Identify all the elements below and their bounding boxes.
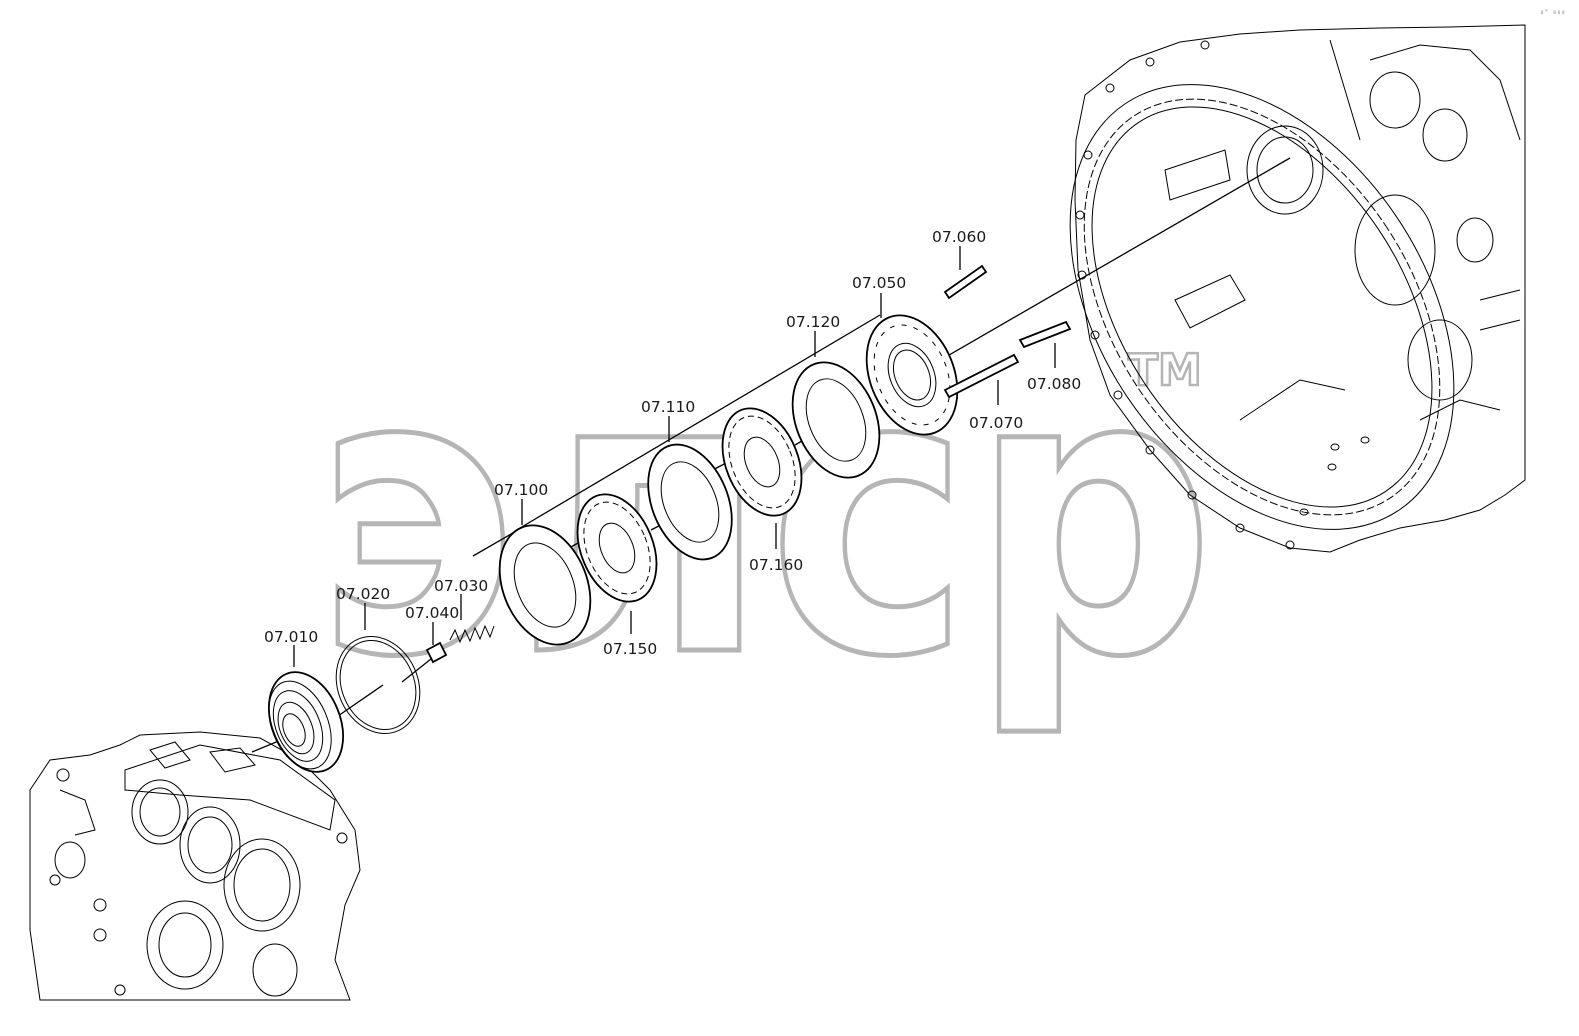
callout-07-150: 07.150 <box>603 640 657 658</box>
callout-07-060: 07.060 <box>932 228 986 246</box>
callout-labels: 07.010 07.020 07.030 07.040 07.050 07.06… <box>264 228 1081 658</box>
callout-07-030: 07.030 <box>434 577 488 595</box>
callout-07-110: 07.110 <box>641 398 695 416</box>
watermark-trademark: TM <box>1128 345 1202 396</box>
part-07-030-spring <box>449 624 495 644</box>
callout-07-070: 07.070 <box>969 414 1023 432</box>
part-07-080-pin <box>1018 320 1072 349</box>
part-07-150-friction-disc <box>576 493 658 603</box>
transmission-housing <box>1069 24 1526 553</box>
callout-07-050: 07.050 <box>852 274 906 292</box>
callout-07-120: 07.120 <box>786 313 840 331</box>
part-07-120-plate <box>791 361 881 479</box>
leader-lines <box>293 246 1056 667</box>
part-07-110-plate <box>647 443 733 561</box>
callout-07-080: 07.080 <box>1027 375 1081 393</box>
part-07-040-sleeve <box>425 641 448 664</box>
part-07-070-pin <box>943 353 1020 399</box>
callout-07-160: 07.160 <box>749 556 803 574</box>
part-07-160-friction-disc <box>721 407 803 517</box>
callout-07-010: 07.010 <box>264 628 318 646</box>
part-07-050-pressure-plate <box>865 314 959 436</box>
valve-body <box>29 731 361 1001</box>
part-07-060-pin <box>943 264 988 300</box>
part-07-100-plate <box>498 524 592 646</box>
part-07-020-seal-ring <box>335 636 421 734</box>
callout-07-100: 07.100 <box>494 481 548 499</box>
callout-07-040: 07.040 <box>405 604 459 622</box>
part-07-010-piston <box>268 671 344 773</box>
callout-07-020: 07.020 <box>336 585 390 603</box>
corner-mark: ₀⁰ ₀₀₀ <box>1540 8 1565 16</box>
